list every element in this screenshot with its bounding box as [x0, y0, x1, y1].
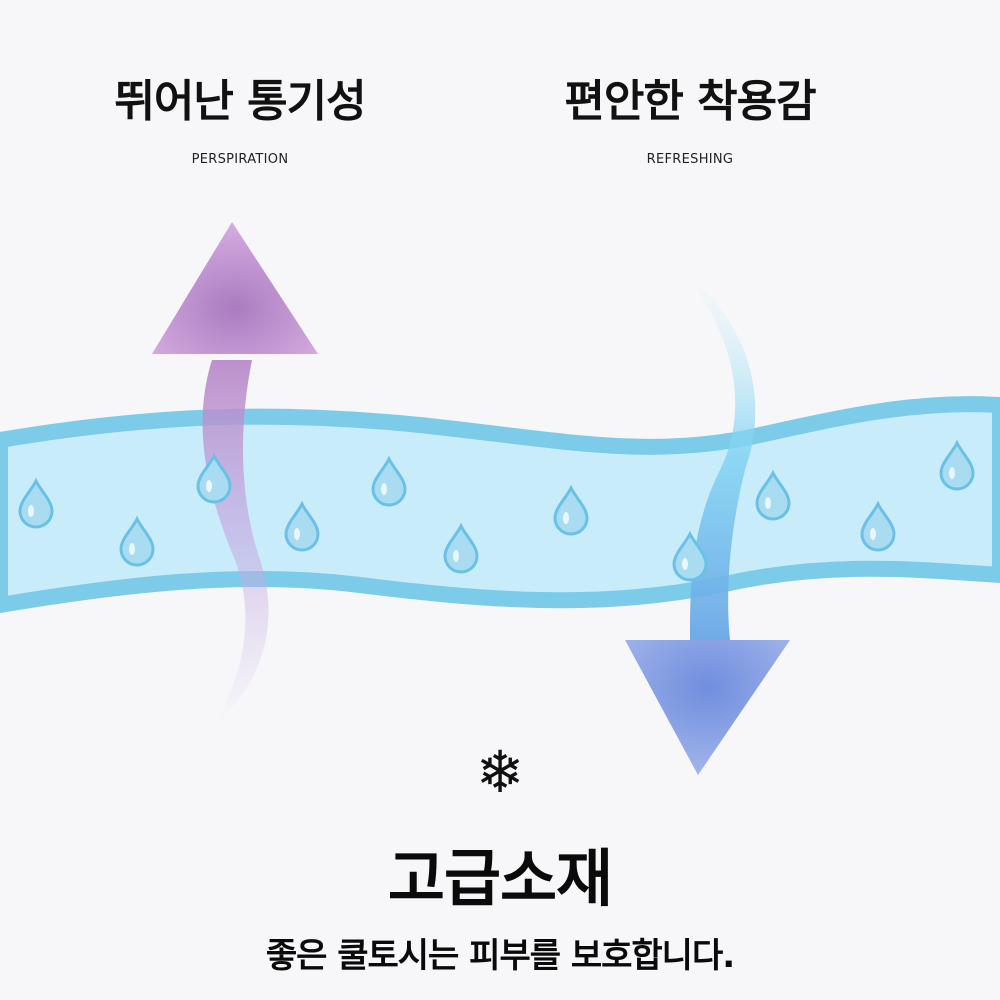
water-drops — [18, 439, 975, 582]
water-drop-highlight — [294, 528, 300, 540]
main-subtitle: 좋은 쿨토시는 피부를 보호합니다. — [265, 936, 735, 976]
feature-breathability: 뛰어난 통기성 PERSPIRATION — [60, 72, 420, 167]
feature-title-breathability: 뛰어난 통기성 — [114, 76, 366, 127]
water-drop-highlight — [682, 558, 688, 570]
water-drop-highlight — [949, 467, 955, 479]
water-drop-highlight — [28, 505, 34, 517]
water-drop-icon — [672, 530, 708, 582]
fabric-band — [0, 396, 1000, 614]
water-drop-highlight — [206, 480, 212, 492]
water-drop-highlight — [765, 497, 771, 509]
water-drop-highlight — [453, 550, 459, 562]
feature-comfort: 편안한 착용감 REFRESHING — [510, 72, 870, 167]
up-arrow-icon — [152, 222, 318, 725]
feature-subtitle-refreshing: REFRESHING — [646, 152, 734, 167]
water-drop-icon — [119, 515, 155, 567]
feature-title-comfort: 편안한 착용감 — [564, 76, 816, 127]
water-drop-icon — [443, 522, 479, 574]
water-drop-icon — [18, 477, 54, 529]
water-drop-highlight — [381, 483, 387, 495]
water-drop-icon — [939, 439, 975, 491]
water-drop-icon — [371, 455, 407, 507]
water-drop-icon — [860, 500, 896, 552]
feature-subtitle-perspiration: PERSPIRATION — [191, 152, 289, 167]
water-drop-icon — [755, 469, 791, 521]
snowflake-icon: ❄ — [475, 738, 525, 806]
water-drop-icon — [196, 452, 232, 504]
water-drop-highlight — [129, 543, 135, 555]
water-drop-highlight — [870, 528, 876, 540]
water-drop-highlight — [563, 512, 569, 524]
water-drop-icon — [553, 484, 589, 536]
main-title: 고급소재 — [387, 842, 613, 915]
water-drop-icon — [284, 500, 320, 552]
